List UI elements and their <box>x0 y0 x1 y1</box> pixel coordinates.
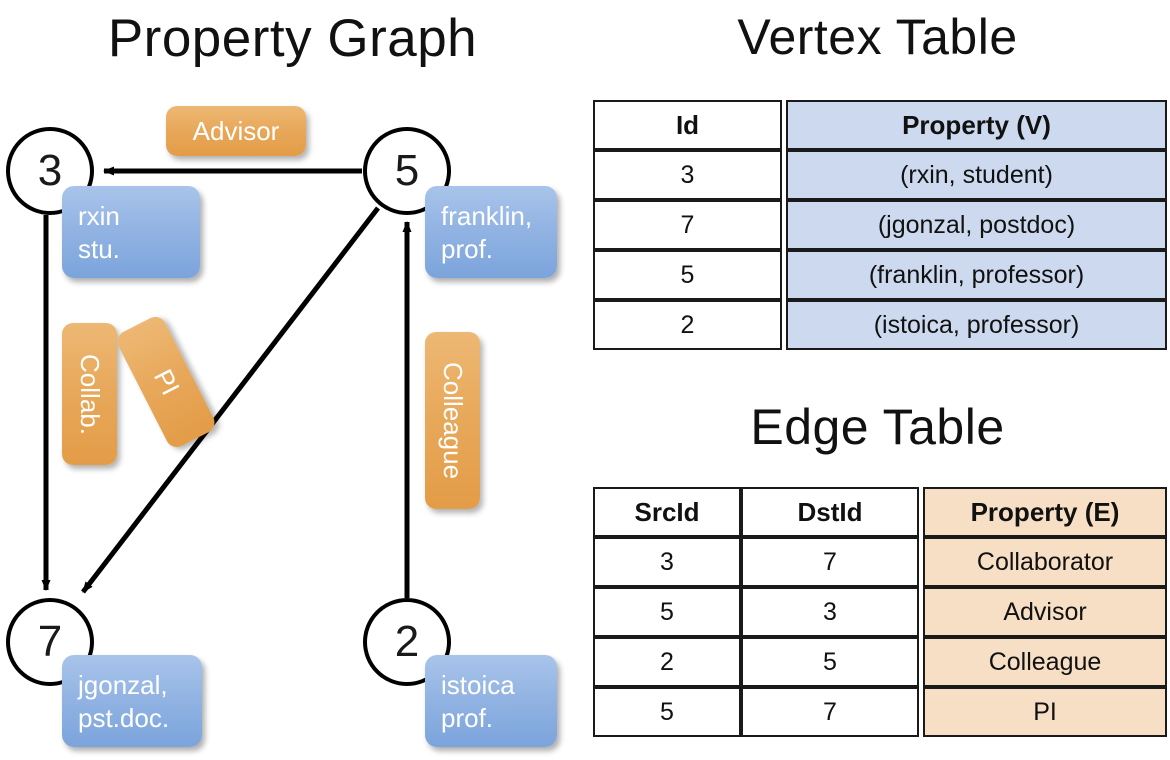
edge-label-colleague: Colleague <box>425 332 480 509</box>
vertex-property-box-istoica: istoica prof. <box>425 655 557 747</box>
vertex-property-line: prof. <box>441 234 494 265</box>
vertex-property-line: istoica <box>441 670 515 700</box>
page-title-vertex-table: Vertex Table <box>737 9 1018 65</box>
property-graph-diagram: 3 5 7 2 rxin stu. franklin, prof. jgonza… <box>6 106 557 747</box>
vertex-property-box-franklin: franklin, prof. <box>425 186 557 278</box>
graph-node-5[interactable]: 5 <box>363 127 451 215</box>
edge-table-header-row: SrcId DstId Property (E) <box>593 487 1167 537</box>
edge-property-cell: Collaborator <box>923 537 1167 587</box>
vertex-table-header-id: Id <box>593 100 782 150</box>
vertex-table-header-property: Property (V) <box>786 100 1167 150</box>
edge-table-header-dstid: DstId <box>741 487 919 537</box>
edge-label-advisor: Advisor <box>166 106 306 156</box>
edge-dstid-cell: 7 <box>741 687 919 737</box>
vertex-id-cell: 2 <box>593 300 782 350</box>
vertex-property-line: jgonzal, <box>78 670 168 700</box>
vertex-id-cell: 5 <box>593 250 782 300</box>
edge-dstid-cell: 5 <box>741 637 919 687</box>
edge-dstid-cell: 7 <box>741 537 919 587</box>
edge-table-header-srcid: SrcId <box>593 487 741 537</box>
vertex-table: Id Property (V) 3 (rxin, student) 7 (jgo… <box>593 100 1167 350</box>
edge-srcid-cell: 2 <box>593 637 741 687</box>
vertex-property-cell: (franklin, professor) <box>786 250 1167 300</box>
edge-srcid-cell: 5 <box>593 587 741 637</box>
table-row[interactable]: 7 (jgonzal, postdoc) <box>593 200 1167 250</box>
edge-table-header-property: Property (E) <box>923 487 1167 537</box>
page-title-edge-table: Edge Table <box>750 399 1005 455</box>
edge-arrow-5-to-7 <box>81 206 380 594</box>
edge-table: SrcId DstId Property (E) 3 7 Collaborato… <box>593 487 1167 737</box>
edge-srcid-cell: 5 <box>593 687 741 737</box>
vertex-property-box-jgonzal: jgonzal, pst.doc. <box>62 655 202 747</box>
vertex-property-cell: (istoica, professor) <box>786 300 1167 350</box>
vertex-property-line: pst.doc. <box>78 703 170 734</box>
edge-property-cell: PI <box>923 687 1167 737</box>
table-row[interactable]: 5 3 Advisor <box>593 587 1167 637</box>
edge-property-cell: Advisor <box>923 587 1167 637</box>
edge-label-collab: Collab. <box>62 323 117 465</box>
table-row[interactable]: 5 7 PI <box>593 687 1167 737</box>
edge-label-text: PI <box>147 364 186 400</box>
edge-label-text: Collab. <box>75 353 105 435</box>
edge-label-text: Advisor <box>192 115 280 146</box>
table-row[interactable]: 5 (franklin, professor) <box>593 250 1167 300</box>
edge-srcid-cell: 3 <box>593 537 741 587</box>
table-row[interactable]: 3 (rxin, student) <box>593 150 1167 200</box>
vertex-property-line: stu. <box>78 234 120 265</box>
vertex-id-cell: 7 <box>593 200 782 250</box>
page-title-property-graph: Property Graph <box>107 9 478 68</box>
table-row[interactable]: 2 (istoica, professor) <box>593 300 1167 350</box>
edge-property-cell: Colleague <box>923 637 1167 687</box>
vertex-table-header-row: Id Property (V) <box>593 100 1167 150</box>
edge-dstid-cell: 3 <box>741 587 919 637</box>
vertex-id-cell: 3 <box>593 150 782 200</box>
table-row[interactable]: 3 7 Collaborator <box>593 537 1167 587</box>
graph-node-2[interactable]: 2 <box>363 598 451 686</box>
table-row[interactable]: 2 5 Colleague <box>593 637 1167 687</box>
vertex-property-box-rxin: rxin stu. <box>62 186 200 278</box>
vertex-property-line: franklin, <box>441 201 533 231</box>
edge-label-text: Colleague <box>438 361 468 480</box>
vertex-property-cell: (jgonzal, postdoc) <box>786 200 1167 250</box>
graph-edge-arrows <box>41 166 412 598</box>
vertex-property-line: rxin <box>78 201 120 231</box>
vertex-property-line: prof. <box>441 703 494 734</box>
vertex-property-cell: (rxin, student) <box>786 150 1167 200</box>
